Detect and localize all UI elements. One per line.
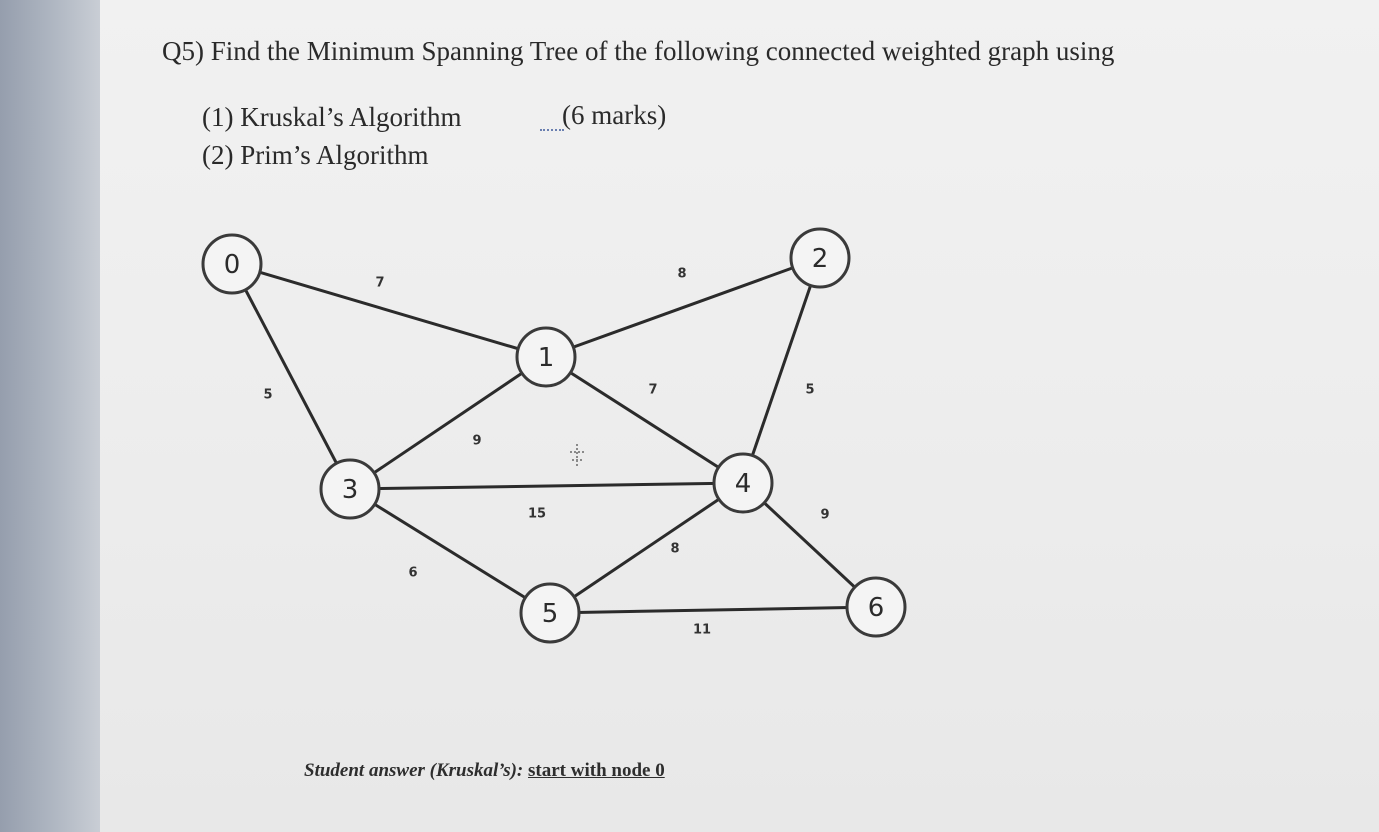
edge-weight-2-4: 5 (805, 383, 814, 398)
edges-layer (230, 256, 878, 615)
option-prim: (2) Prim’s Algorithm (202, 140, 429, 170)
edge-0-1 (231, 262, 547, 359)
edge-weight-0-3: 5 (263, 388, 272, 403)
edge-weight-0-1: 7 (375, 276, 384, 291)
edge-1-4 (545, 355, 744, 485)
node-circle-0 (201, 233, 263, 295)
cursor-icon (570, 444, 584, 468)
node-circle-3 (319, 458, 381, 520)
edge-5-6 (549, 605, 877, 615)
node-2: 2 (789, 227, 851, 289)
student-answer-label: Student answer (Kruskal’s): (304, 760, 524, 781)
node-circle-5 (519, 582, 581, 644)
edge-3-5 (349, 487, 551, 615)
node-label-1: 1 (538, 343, 555, 373)
node-1: 1 (515, 326, 577, 388)
edge-weight-3-5: 6 (408, 566, 417, 581)
edge-weight-5-6: 11 (693, 623, 711, 638)
option-kruskal: (1) Kruskal’s Algorithm (202, 102, 462, 132)
edge-weight-1-3: 9 (472, 434, 481, 449)
spellcheck-mark (540, 125, 564, 131)
edge-weight-4-6: 9 (820, 508, 829, 523)
edge-2-4 (741, 257, 822, 484)
node-label-4: 4 (735, 469, 752, 499)
node-circle-6 (845, 576, 907, 638)
edge-1-3 (349, 355, 547, 491)
node-0: 0 (201, 233, 263, 295)
edge-1-2 (545, 256, 821, 359)
nodes-layer: 0 1 2 3 4 5 6 (201, 227, 907, 644)
marks-label: (6 marks) (562, 100, 667, 130)
student-answer-text: start with node 0 (528, 760, 665, 781)
node-label-5: 5 (542, 599, 559, 629)
edge-weight-1-2: 8 (677, 267, 686, 282)
node-circle-4 (712, 452, 774, 514)
node-3: 3 (319, 458, 381, 520)
edge-weight-4-5: 8 (670, 542, 679, 557)
node-4: 4 (712, 452, 774, 514)
edge-weight-1-4: 7 (648, 383, 657, 398)
node-label-0: 0 (224, 250, 241, 280)
edge-4-5 (549, 481, 744, 615)
node-label-3: 3 (342, 475, 359, 505)
node-circle-2 (789, 227, 851, 289)
monitor-edge (0, 0, 100, 832)
question-text: Q5) Find the Minimum Spanning Tree of th… (162, 36, 1115, 66)
node-circle-1 (515, 326, 577, 388)
edge-weight-3-4: 15 (528, 507, 546, 522)
edge-3-4 (349, 481, 744, 491)
node-6: 6 (845, 576, 907, 638)
node-label-6: 6 (868, 593, 885, 623)
edge-0-3 (230, 263, 352, 490)
node-label-2: 2 (812, 244, 829, 274)
node-5: 5 (519, 582, 581, 644)
student-answer: Student answer (Kruskal’s): start with n… (304, 760, 665, 782)
